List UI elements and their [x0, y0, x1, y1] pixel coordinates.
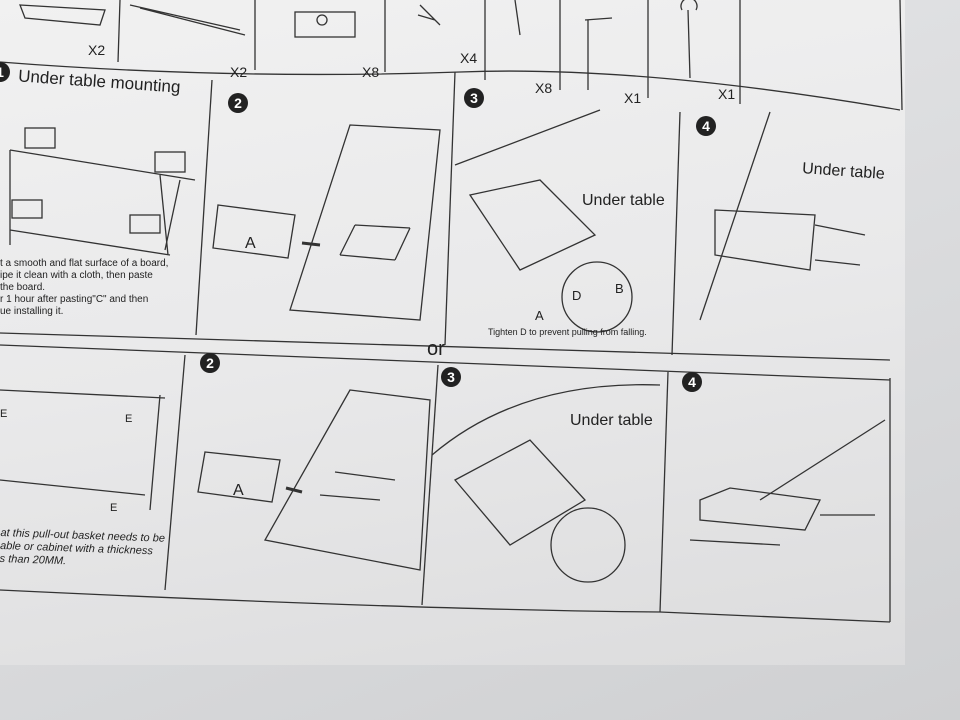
part-quantity: X1 [718, 86, 736, 102]
part-label-a: A [233, 482, 244, 499]
step-number-badge: 4 [682, 372, 702, 392]
instruction-line: t a smooth and flat surface of a board, [0, 258, 169, 269]
part-quantity: X8 [535, 80, 553, 96]
step-number-badge: 2 [200, 353, 220, 373]
instruction-line: r 1 hour after pasting"C" and then [0, 294, 149, 305]
instruction-line: ipe it clean with a cloth, then paste [0, 270, 153, 281]
step-number-badge: 3 [441, 367, 461, 387]
part-label-a: A [535, 308, 544, 323]
part-label-a: A [245, 235, 256, 252]
or-divider: or [427, 338, 445, 360]
step3-title: Under table [582, 192, 665, 209]
sheet-drawings [0, 0, 903, 623]
step-number-badge: 2 [228, 93, 248, 113]
step-number-badge: 1 [0, 62, 10, 82]
row2-bottom-border [0, 589, 891, 623]
part-label-e: E [125, 413, 133, 425]
row2-top-border [0, 344, 891, 381]
instruction-line: the board. [0, 282, 46, 293]
part-label-d: D [572, 288, 582, 303]
part-label-b: B [615, 281, 624, 296]
part-quantity: X4 [460, 50, 478, 66]
instruction-line: ue installing it. [0, 306, 64, 317]
step3-caption: Tighten D to prevent pulling from fallin… [488, 327, 647, 337]
part-quantity: X2 [230, 64, 248, 80]
part-label-e: E [0, 408, 8, 420]
part-quantity: X8 [362, 64, 380, 80]
part-quantity: X1 [624, 90, 642, 106]
step-number-badge: 3 [464, 88, 484, 108]
part-quantity: X2 [88, 42, 106, 58]
step3-title: Under table [570, 412, 653, 429]
parts-strip-bottom-border [0, 61, 901, 111]
step-number-badge: 4 [696, 116, 716, 136]
part-label-e: E [110, 502, 118, 514]
step1-instructions: t a smooth and flat surface of a board, … [0, 258, 190, 318]
instruction-sheet: X2 X2 X8 X4 X8 X1 X1 1 Under table mount… [0, 0, 905, 665]
row1-bottom-border [0, 332, 891, 361]
step1-note: at this pull-out basket needs to be able… [0, 527, 176, 572]
